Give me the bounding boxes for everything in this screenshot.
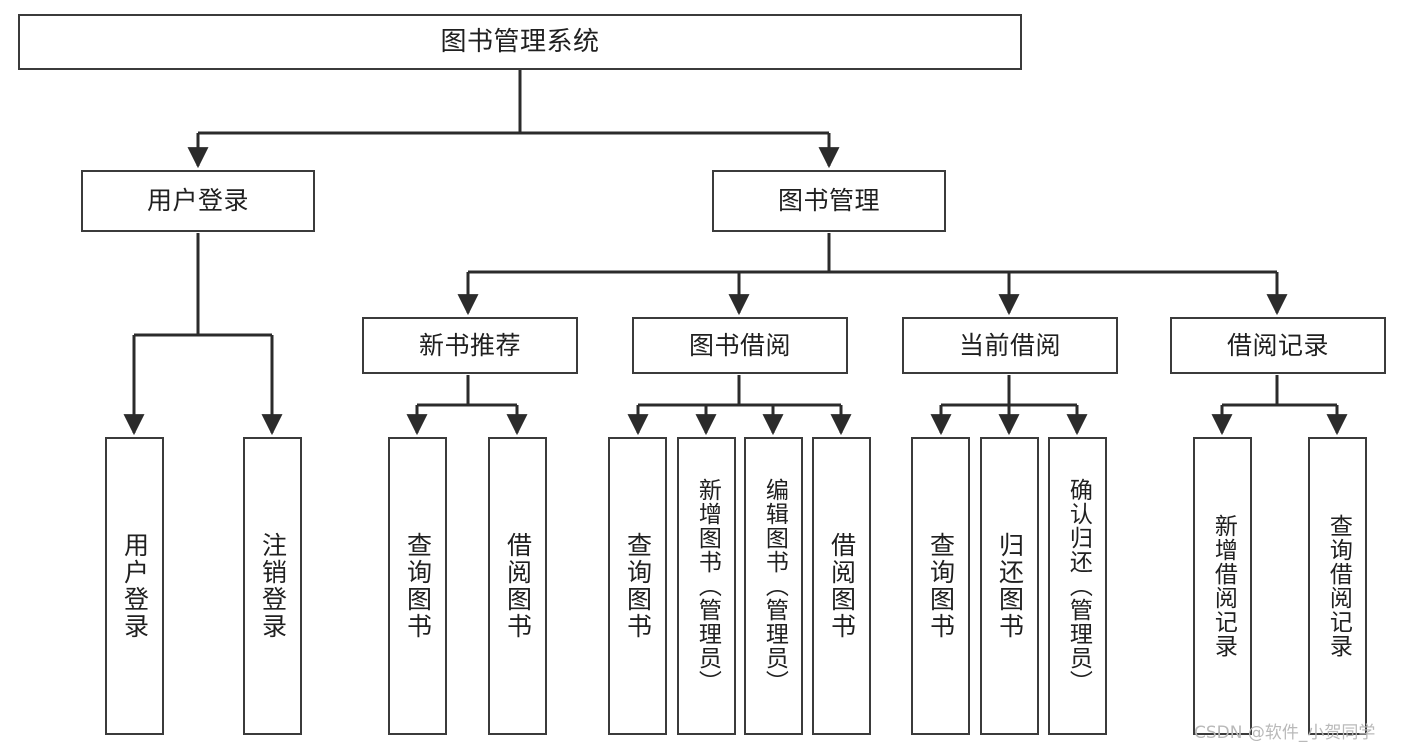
node-label: 借阅图书 xyxy=(827,532,857,640)
node-label: 编辑图书（管理员） xyxy=(761,478,788,694)
node-label: 图书管理 xyxy=(777,186,880,216)
csdn-watermark: CSDN @软件_小贺同学 xyxy=(1194,723,1376,743)
node-label: 借阅图书 xyxy=(503,532,533,640)
leaf-user-logout[interactable]: 注销登录 xyxy=(243,437,302,735)
node-label: 确认归还（管理员） xyxy=(1065,478,1092,694)
node-label: 查询图书 xyxy=(926,532,956,640)
node-label: 图书借阅 xyxy=(688,330,791,360)
leaf-current-confirm-return-admin[interactable]: 确认归还（管理员） xyxy=(1048,437,1107,735)
node-label: 查询图书 xyxy=(623,532,653,640)
node-new-book-recommend[interactable]: 新书推荐 xyxy=(362,317,578,374)
node-label: 查询图书 xyxy=(403,532,433,640)
node-label: 用户登录 xyxy=(120,532,150,640)
leaf-recommend-query-book[interactable]: 查询图书 xyxy=(388,437,447,735)
node-book-management-system[interactable]: 图书管理系统 xyxy=(18,14,1022,70)
leaf-record-add-borrow-record[interactable]: 新增借阅记录 xyxy=(1193,437,1252,735)
node-label: 归还图书 xyxy=(995,532,1025,640)
leaf-current-return-book[interactable]: 归还图书 xyxy=(980,437,1039,735)
node-label: 用户登录 xyxy=(146,186,249,216)
node-book-manage[interactable]: 图书管理 xyxy=(712,170,946,232)
node-label: 借阅记录 xyxy=(1226,330,1329,360)
node-label: 查询借阅记录 xyxy=(1325,514,1352,658)
node-book-borrow[interactable]: 图书借阅 xyxy=(632,317,848,374)
leaf-recommend-borrow-book[interactable]: 借阅图书 xyxy=(488,437,547,735)
node-label: 当前借阅 xyxy=(958,330,1061,360)
leaf-borrow-take-book[interactable]: 借阅图书 xyxy=(812,437,871,735)
leaf-current-query-book[interactable]: 查询图书 xyxy=(911,437,970,735)
node-label: 新增图书（管理员） xyxy=(694,478,721,694)
leaf-user-login[interactable]: 用户登录 xyxy=(105,437,164,735)
node-borrow-record[interactable]: 借阅记录 xyxy=(1170,317,1386,374)
leaf-record-query-borrow-record[interactable]: 查询借阅记录 xyxy=(1308,437,1367,735)
leaf-borrow-add-book-admin[interactable]: 新增图书（管理员） xyxy=(677,437,736,735)
node-label: 图书管理系统 xyxy=(440,26,600,57)
node-label: 新增借阅记录 xyxy=(1210,514,1237,658)
node-current-borrow[interactable]: 当前借阅 xyxy=(902,317,1118,374)
node-label: 注销登录 xyxy=(258,532,288,640)
leaf-borrow-query-book[interactable]: 查询图书 xyxy=(608,437,667,735)
node-user-login[interactable]: 用户登录 xyxy=(81,170,315,232)
leaf-borrow-edit-book-admin[interactable]: 编辑图书（管理员） xyxy=(744,437,803,735)
node-label: 新书推荐 xyxy=(418,330,521,360)
